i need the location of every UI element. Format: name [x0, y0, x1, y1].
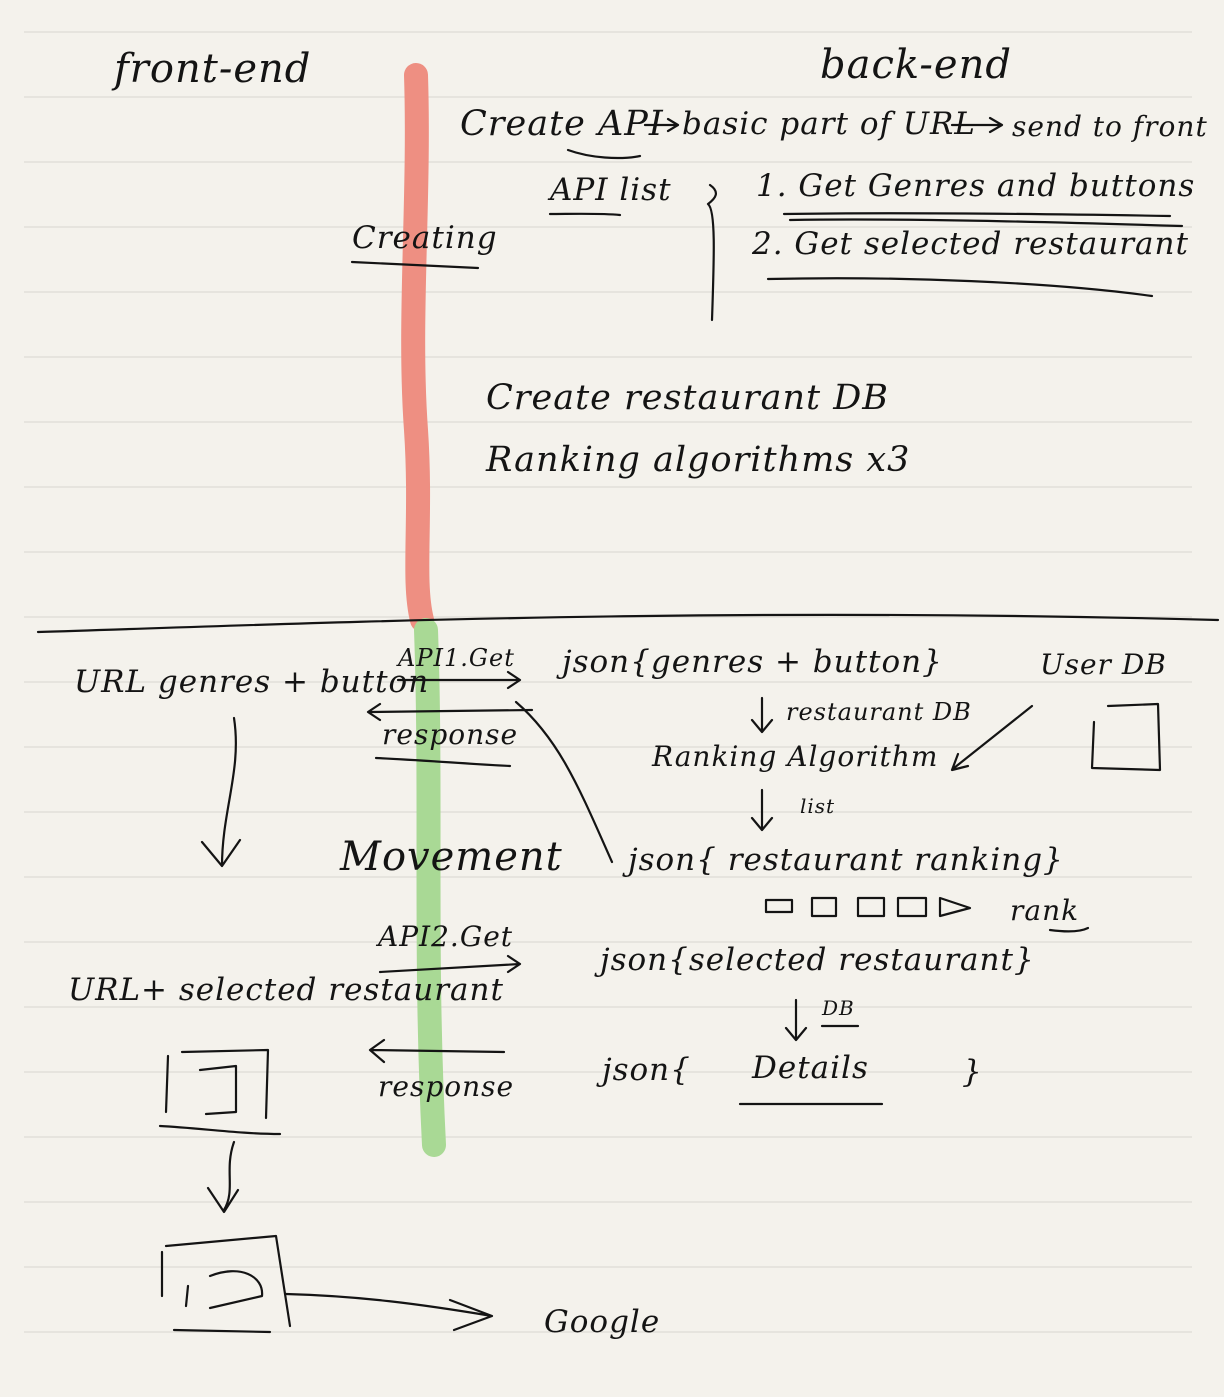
rank-underline: [1048, 926, 1090, 933]
send-to-front-text: send to front: [1012, 110, 1208, 143]
restaurant-db-label: restaurant DB: [786, 698, 972, 726]
item2-underline: [766, 277, 1154, 298]
creating-label: Creating: [352, 220, 498, 256]
json-ranking-text: json{ restaurant ranking}: [628, 842, 1064, 878]
rank-box-1: [764, 898, 794, 914]
front-down-arrow-2: [206, 1140, 240, 1214]
api2-get-label: API2.Get: [378, 920, 514, 953]
list-label: list: [800, 794, 836, 818]
creating-underline: [350, 260, 480, 270]
response1-label: response: [382, 718, 519, 751]
ruled-lines: [24, 31, 1192, 1333]
down-arrow-db: [784, 998, 808, 1042]
api-list-underline: [548, 212, 622, 217]
create-db-text: Create restaurant DB: [486, 378, 889, 418]
ranking-text: Ranking algorithms x3: [486, 440, 911, 480]
rank-box-4: [896, 896, 928, 918]
api2-arrow: [378, 954, 522, 974]
json-details-close: }: [962, 1054, 983, 1090]
rank-box-3: [856, 896, 886, 918]
api-list-item-2: 2. Get selected restaurant: [752, 226, 1189, 262]
api-list-brace: [706, 183, 717, 322]
google-arrow: [284, 1292, 494, 1332]
ranking-algorithm-text: Ranking Algorithm: [652, 740, 939, 773]
rank-box-2: [810, 896, 838, 918]
rank-label: rank: [1010, 894, 1080, 927]
result-box-2: [160, 1234, 292, 1328]
response2-label: response: [378, 1070, 515, 1103]
user-db-label: User DB: [1040, 648, 1167, 681]
basic-part-text: basic part of URL: [682, 106, 976, 142]
down-arrow-restaurant-db: [750, 696, 774, 734]
json-details-open: json{: [602, 1052, 691, 1088]
result-box-1-underline: [158, 1124, 282, 1136]
json-selected-text: json{selected restaurant}: [600, 942, 1035, 978]
back-end-header: back-end: [820, 42, 1012, 88]
response1-arrow: [366, 702, 534, 722]
json-link-line: [514, 700, 614, 864]
movement-label: Movement: [340, 834, 563, 880]
section-divider: [36, 613, 1220, 634]
api1-arrow: [396, 670, 522, 690]
front-down-arrow: [200, 716, 242, 868]
response1-underline: [374, 756, 512, 768]
create-api-text: Create API: [460, 104, 664, 144]
item2-top-line: [788, 218, 1184, 228]
arrow-to-send: [950, 116, 1004, 134]
google-text: Google: [544, 1304, 661, 1340]
json-genres-text: json{genres + button}: [562, 644, 943, 680]
response2-arrow: [368, 1038, 506, 1064]
user-db-arrow: [950, 704, 1034, 772]
result-box-1: [164, 1048, 270, 1120]
front-end-header: front-end: [114, 46, 312, 92]
api1-get-label: API1.Get: [398, 644, 515, 672]
item1-underline: [782, 212, 1172, 218]
api-list-item-1: 1. Get Genres and buttons: [756, 168, 1196, 204]
user-db-box: [1090, 702, 1162, 772]
details-text: Details: [752, 1050, 869, 1086]
create-api-underline: [566, 148, 642, 160]
arrow-to-basic-part: [643, 117, 680, 133]
rank-box-5: [938, 896, 972, 918]
timeline-movement-segment: [414, 618, 446, 1157]
url-selected-text: URL+ selected restaurant: [68, 972, 504, 1008]
timeline-creating-segment: [401, 63, 434, 632]
db-label: DB: [822, 996, 855, 1020]
result-box-2-underline: [172, 1328, 272, 1334]
api-list-label: API list: [550, 172, 672, 208]
url-genres-text: URL genres + button: [74, 664, 430, 700]
down-arrow-list: [750, 788, 774, 832]
